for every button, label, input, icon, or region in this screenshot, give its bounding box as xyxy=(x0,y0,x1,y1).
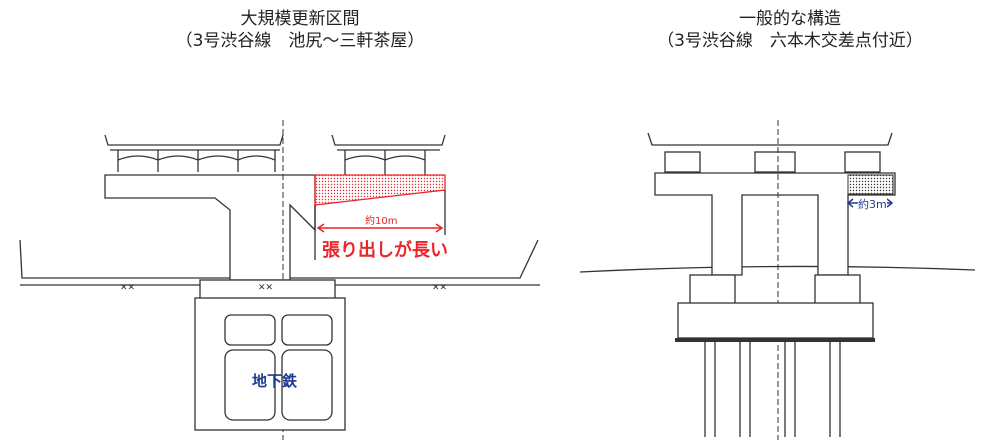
svg-text:✕✕: ✕✕ xyxy=(120,283,135,293)
right-subtitle: （3号渋谷線 六本木交差点付近） xyxy=(657,31,923,51)
svg-text:✕✕: ✕✕ xyxy=(258,283,273,293)
left-dimension-label: 約10m xyxy=(365,216,398,227)
left-structure: ✕✕ ✕✕ ✕✕ xyxy=(19,120,540,440)
svg-text:✕✕: ✕✕ xyxy=(432,283,447,293)
right-pier xyxy=(654,172,896,276)
right-structure xyxy=(579,120,976,440)
right-title-block: 一般的な構造 （3号渋谷線 六本木交差点付近） xyxy=(590,8,990,52)
left-deck-secondary xyxy=(331,134,446,175)
right-title: 一般的な構造 xyxy=(739,9,841,29)
left-subtitle: （3号渋谷線 池尻～三軒茶屋） xyxy=(175,31,425,51)
left-title: 大規模更新区間 xyxy=(240,9,360,29)
left-deck-main xyxy=(104,134,284,172)
overhang-callout: 張り出しが長い xyxy=(322,240,448,261)
right-overhang xyxy=(847,174,894,195)
left-title-block: 大規模更新区間 （3号渋谷線 池尻～三軒茶屋） xyxy=(100,8,500,52)
right-footing xyxy=(677,302,874,339)
overhang-highlight xyxy=(314,174,446,206)
subway-label: 地下鉄 xyxy=(252,372,298,390)
right-dimension-label: 約3m xyxy=(858,196,887,212)
